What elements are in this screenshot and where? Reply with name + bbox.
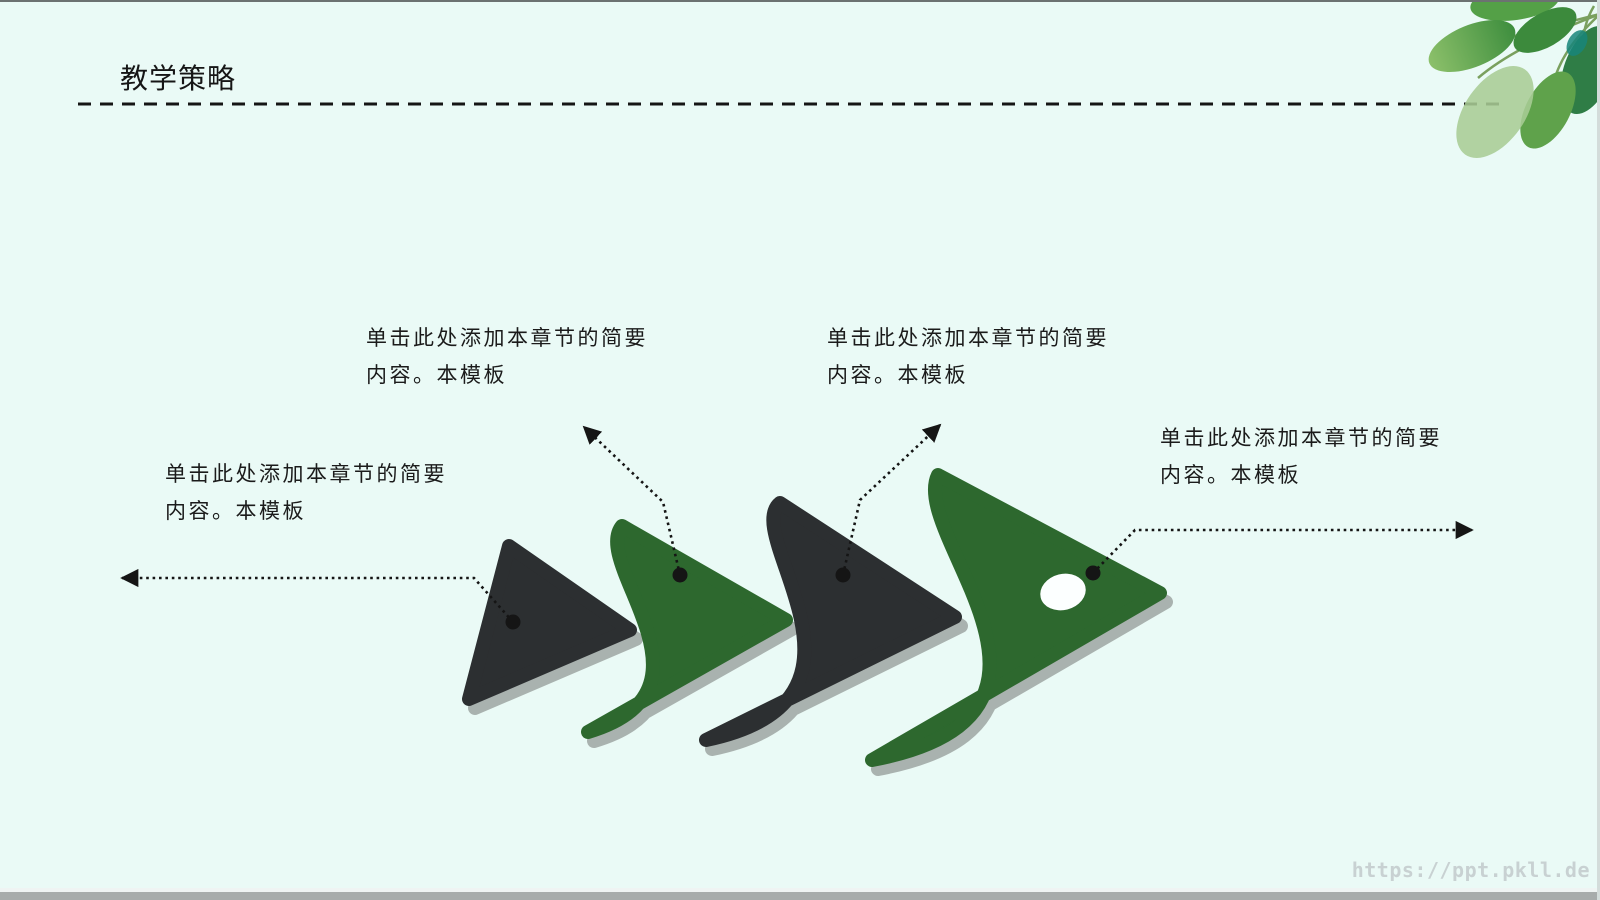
- leaf-decoration: [1428, 0, 1600, 158]
- leader-lines: [120, 423, 1474, 623]
- bottom-edge: [0, 892, 1600, 900]
- step-arrow-3[interactable]: [699, 496, 962, 747]
- callout-right[interactable]: 单击此处添加本章节的简要 内容。本模板: [1160, 420, 1442, 494]
- leader-dot-3: [835, 567, 851, 583]
- leader-dot-1: [505, 614, 521, 630]
- leaf-pale: [1456, 66, 1534, 158]
- callout-top-left-line1: 单击此处添加本章节的简要: [366, 327, 648, 350]
- step-arrow-1[interactable]: [462, 539, 637, 706]
- top-edge: [0, 0, 1600, 2]
- page-title[interactable]: 教学策略: [120, 63, 237, 94]
- callout-left-line1: 单击此处添加本章节的简要: [165, 463, 447, 486]
- callout-top-right-line2: 内容。本模板: [827, 364, 968, 387]
- right-edge: [1597, 0, 1600, 900]
- step-arrow-4[interactable]: [865, 468, 1167, 767]
- step-arrow-2[interactable]: [581, 519, 793, 739]
- leaf: [1428, 19, 1516, 73]
- arrow-eye-hole: [1040, 573, 1086, 611]
- leader-line-top-left: [582, 425, 682, 576]
- bottom-edge-highlight: [0, 888, 1600, 892]
- callout-top-right[interactable]: 单击此处添加本章节的简要 内容。本模板: [827, 320, 1109, 394]
- leaf: [1520, 71, 1576, 149]
- leader-line-top-right: [841, 423, 942, 576]
- leader-line-right: [1092, 520, 1474, 574]
- callout-right-line2: 内容。本模板: [1160, 464, 1301, 487]
- leaf: [1470, 0, 1560, 21]
- leader-dot-2: [672, 567, 688, 583]
- leaf-teal-spot: [1566, 30, 1588, 56]
- callout-top-left[interactable]: 单击此处添加本章节的简要 内容。本模板: [366, 320, 648, 394]
- leader-dots: [505, 565, 1101, 630]
- callout-left-line2: 内容。本模板: [165, 500, 306, 523]
- callout-top-left-line2: 内容。本模板: [366, 364, 507, 387]
- leader-dot-4: [1085, 565, 1101, 581]
- watermark-url: https://ppt.pkll.de: [1351, 858, 1590, 882]
- leaf: [1513, 7, 1577, 53]
- leader-line-left: [120, 568, 514, 623]
- callout-right-line1: 单击此处添加本章节的简要: [1160, 427, 1442, 450]
- arrow-group: [462, 468, 1173, 776]
- callout-left[interactable]: 单击此处添加本章节的简要 内容。本模板: [165, 456, 447, 530]
- callout-top-right-line1: 单击此处添加本章节的简要: [827, 327, 1109, 350]
